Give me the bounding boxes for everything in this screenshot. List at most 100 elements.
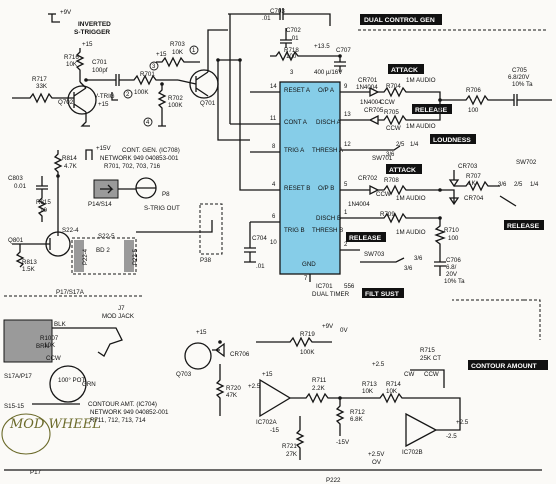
release-b-tag [346,232,386,242]
svg-text:10% Ta: 10% Ta [512,81,533,88]
svg-text:O/P B: O/P B [318,185,334,192]
svg-text:2.2K: 2.2K [312,385,326,392]
svg-text:+15: +15 [196,329,207,336]
svg-text:1.5K: 1.5K [22,266,36,273]
svg-text:100: 100 [448,235,459,242]
svg-text:R713: R713 [362,381,377,388]
mod-pot [49,365,87,403]
svg-text:R701: R701 [140,71,155,78]
svg-text:R702: R702 [168,95,183,102]
svg-text:ATTACK: ATTACK [389,167,416,174]
svg-text:O/P A: O/P A [318,87,335,94]
svg-text:R720: R720 [226,385,241,392]
svg-text:10K: 10K [386,388,398,395]
svg-text:47K: 47K [226,392,238,399]
r713-r714-resistors [350,392,408,404]
cr705-diode [360,114,379,126]
svg-text:Q801: Q801 [8,237,24,244]
svg-text:R1007: R1007 [40,335,59,342]
svg-text:R711: R711 [312,377,327,384]
release-c-tag [504,220,544,230]
svg-text:1N4004: 1N4004 [356,84,378,91]
svg-text:CCW: CCW [424,371,439,378]
r708-pot [378,184,440,196]
ic702a-opamp [259,378,292,418]
svg-text:25K CT: 25K CT [420,355,441,362]
svg-text:DISCH B: DISCH B [316,215,341,222]
svg-text:SW703: SW703 [364,251,385,258]
r707-resistor [454,180,500,192]
r815-resistor [37,194,47,222]
svg-text:400 µ/16V: 400 µ/16V [314,69,343,76]
c702-capacitor [280,28,292,48]
c704-group: C704 .01 [244,222,267,270]
svg-text:R714: R714 [386,381,401,388]
svg-text:R712: R712 [350,409,365,416]
q702-transistor [67,85,97,115]
attack-b-tag [386,164,422,174]
r712-resistor [335,398,345,436]
svg-text:LOUDNESS: LOUDNESS [433,137,471,144]
svg-text:R814: R814 [62,155,77,162]
r716-ref: R716 [64,54,79,61]
svg-text:CCW: CCW [376,191,391,198]
svg-text:S22-5: S22-5 [98,233,115,240]
r710-resistor [434,218,446,262]
svg-text:IC702A: IC702A [256,419,278,426]
svg-text:6.8/20V: 6.8/20V [508,74,530,81]
svg-text:P22-4: P22-4 [83,248,89,265]
mod-wheel-handwritten: MOD WHEEL [9,417,101,432]
svg-text:CR702: CR702 [358,175,378,182]
c707-capacitor [334,56,346,72]
svg-text:CONTOUR AMOUNT: CONTOUR AMOUNT [471,363,538,370]
svg-text:+15: +15 [98,101,109,108]
svg-text:RESET B: RESET B [284,185,310,192]
svg-text:3/6: 3/6 [414,256,423,262]
envelope-a: ATTACK CR701 1N4004 R704 1M AUDIO CCW RE… [356,64,552,162]
filt-sust-tag [362,288,404,298]
svg-text:NETWORK 949 040853-001: NETWORK 949 040853-001 [100,155,179,162]
svg-text:IC702B: IC702B [402,449,423,456]
svg-text:+15: +15 [156,51,167,58]
svg-text:10K: 10K [172,49,184,56]
svg-text:8: 8 [272,144,276,150]
svg-text:P38: P38 [200,257,212,264]
svg-text:6: 6 [272,214,276,220]
mod-jack-wiring [52,327,123,357]
svg-text:R715: R715 [420,347,435,354]
r702-resistor [157,84,167,127]
svg-text:C803: C803 [8,175,23,182]
r814-resistor [53,150,63,236]
c704-capacitor [244,222,256,263]
r721-resistor [295,416,305,460]
svg-text:13: 13 [344,112,351,118]
svg-text:100K: 100K [168,102,183,109]
svg-text:J7: J7 [118,305,125,312]
svg-text:C707: C707 [336,47,351,54]
svg-text:S22-4: S22-4 [62,227,79,234]
ic702b-opamp [405,412,438,448]
svg-text:CCW: CCW [46,355,61,362]
inverted-label: INVERTED [78,21,111,28]
svg-text:R704: R704 [386,83,401,90]
svg-text:C703: C703 [270,8,285,15]
r704-pot [378,86,441,100]
svg-text:14: 14 [270,84,277,90]
ic701-dual-timer: RESET A O/P A CONT A DISCH A TRIG A THRE… [229,14,360,298]
bd2-board-edge [71,237,137,275]
top-caps: C703 .01 C702 .01 R718 100 +13.5 C707 40… [228,8,548,76]
vtrig-label: V-TRIG [94,93,115,100]
svg-text:C701: C701 [92,59,107,66]
svg-text:CR704: CR704 [464,195,484,202]
svg-text:CR706: CR706 [230,351,250,358]
svg-text:0.01: 0.01 [14,183,27,190]
dual-control-gen-title: DUAL CONTROL GEN [364,17,435,24]
svg-text:10K: 10K [362,388,374,395]
q702-label: Q702 [58,99,74,106]
r711-resistor [290,392,350,404]
r701-resistor [128,74,178,86]
svg-text:BD 2: BD 2 [96,247,110,254]
svg-text:P14/S14: P14/S14 [88,201,112,208]
svg-text:+2.5: +2.5 [248,383,261,390]
svg-text:Q703: Q703 [176,371,192,378]
